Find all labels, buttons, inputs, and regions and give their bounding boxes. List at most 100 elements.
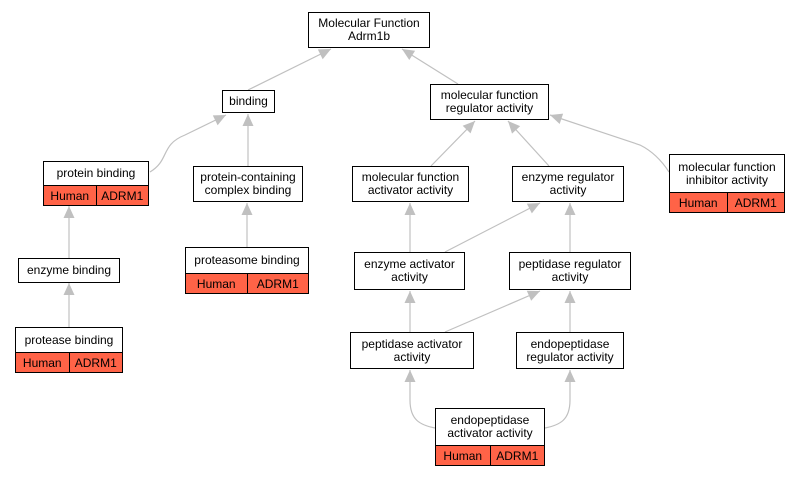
edge-line [247,48,332,91]
edge-arrowhead [63,283,75,295]
node-text-line-1: enzyme activator [364,257,455,271]
edge-line [149,114,227,173]
node-text-line-2: activity [393,349,431,364]
node-text-line-1: endopeptidase [530,336,610,351]
annotation-row: Human ADRM1 [670,192,784,212]
edge-line [549,114,670,173]
annotation-species[interactable]: Human [50,188,90,203]
node-text-line-1: peptidase activator [361,336,463,351]
node-text-line-1: Molecular Function [318,16,420,30]
annotation-gene[interactable]: ADRM1 [95,186,149,205]
edge-line [444,202,541,253]
node-text-line-1: binding [229,94,268,108]
edge-arrowhead [564,203,576,215]
node-text-line-2: regulator activity [445,101,534,115]
edge-arrowhead [402,49,416,61]
node-text-line-2: activity [391,270,428,284]
edge-line [409,370,436,429]
node-text-line-1: enzyme binding [26,263,112,277]
node-text-line-1: molecular function [361,170,460,184]
node-text-line-2: complex binding [204,183,292,197]
node-text-line-1: molecular function [440,88,539,102]
node-text-line-1: endopeptidase [450,413,530,427]
annotation-gene[interactable]: ADRM1 [68,353,123,372]
node-binding[interactable]: binding [222,90,275,113]
edge-arrowhead [508,121,521,134]
edge-arrowhead [212,115,226,126]
edge-arrowhead [63,206,75,218]
node-text-line-2: activity [549,183,587,197]
edge-arrowhead [317,49,331,60]
edge-arrowhead [404,370,416,382]
annotation-gene[interactable]: ADRM1 [246,274,309,293]
node-text-line-2: activity [551,270,589,284]
edge-arrowhead [462,121,475,134]
annotation-row: Human ADRM1 [16,352,122,372]
node-enzyme-binding[interactable]: enzyme binding [18,258,120,283]
edge-arrowhead [404,291,416,303]
node-text-line-1: peptidase regulator [518,257,622,271]
node-text-line-1: proteasome binding [194,253,300,267]
node-text-line-1: protein binding [56,166,136,180]
node-text-line-1: protease binding [24,332,114,347]
node-text-line-1: protein-containing [200,170,296,184]
edge-arrowhead [526,203,540,214]
node-protein-binding[interactable]: protein binding Human ADRM1 [43,161,149,206]
node-protease-binding[interactable]: protease binding Human ADRM1 [15,327,123,373]
annotation-gene[interactable]: ADRM1 [726,193,785,212]
annotation-gene[interactable]: ADRM1 [489,446,545,465]
edge-arrowhead [241,203,253,215]
annotation-row: Human ADRM1 [44,185,148,205]
node-label: protein binding [44,162,148,185]
edge-line [544,370,571,429]
edge-arrowhead [564,291,576,303]
node-text-line-2: Adrm1b [347,29,390,43]
node-proteasome-binding[interactable]: proteasome binding Human ADRM1 [185,247,309,294]
node-label: protease binding [16,328,122,352]
node-text-line-2: regulator activity [526,349,614,364]
node-label: binding [223,91,274,112]
node-text-line-1: enzyme regulator [521,170,615,184]
annotation-row: Human ADRM1 [186,273,308,293]
node-label: proteasome binding [186,248,308,273]
edge-line [444,290,541,333]
edge-arrowhead [404,203,416,215]
edge-arrowhead [550,113,564,125]
annotation-species[interactable]: Human [443,448,483,463]
annotation-species[interactable]: Human [196,276,236,291]
annotation-species[interactable]: Human [22,355,62,370]
annotation-row: Human ADRM1 [436,445,544,465]
edge-arrowhead [526,290,540,301]
node-label: enzyme binding [19,259,119,282]
annotation-species[interactable]: Human [678,195,718,210]
node-text-line-2: activator activity [447,426,533,440]
node-text-line-2: inhibitor activity [685,172,768,187]
node-text-line-1: molecular function [678,159,776,174]
node-text-line-2: activator activity [367,183,454,197]
edge-arrowhead [564,370,576,382]
